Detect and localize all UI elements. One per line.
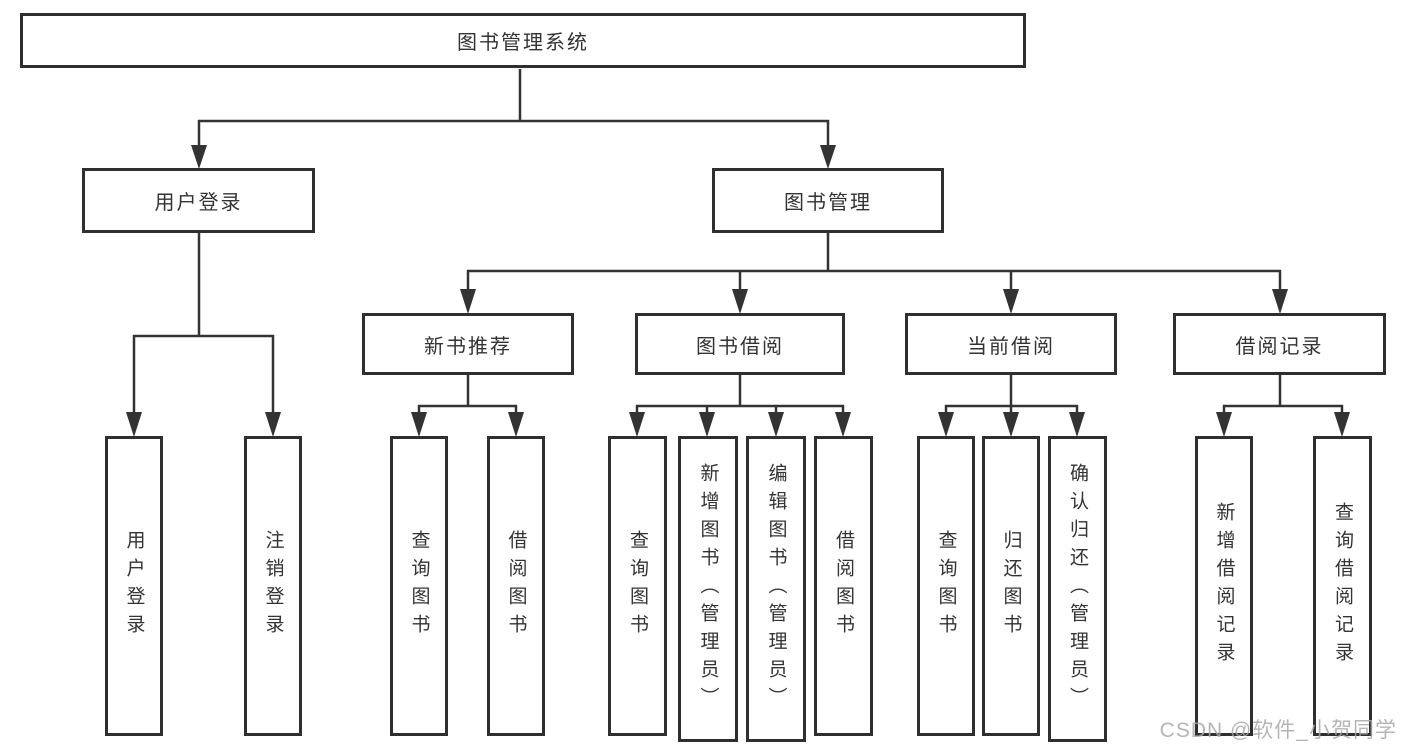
leaf-borrow-books-borrowing-label: 借阅图书: [833, 530, 854, 642]
node-book-borrowing-label: 图书借阅: [696, 335, 784, 358]
leaf-logout: 注销登录: [244, 436, 302, 736]
leaf-query-books-borrowing-label: 查询图书: [627, 530, 648, 642]
node-user-login-label: 用户登录: [154, 192, 243, 214]
leaf-add-borrow-record-label: 新增借阅记录: [1213, 502, 1235, 670]
leaf-query-borrow-record: 查询借阅记录: [1313, 436, 1372, 736]
leaf-return-books: 归还图书: [982, 436, 1040, 736]
node-borrowing-records: 借阅记录: [1173, 313, 1386, 375]
leaf-query-books-recommend-label: 查询图书: [408, 530, 430, 642]
node-current-borrowing-label: 当前借阅: [967, 335, 1055, 358]
node-new-book-recommendation-label: 新书推荐: [424, 335, 512, 358]
leaf-borrow-books-recommend: 借阅图书: [487, 436, 545, 736]
arrowheads: [126, 145, 1350, 437]
node-borrowing-records-label: 借阅记录: [1235, 335, 1324, 358]
node-book-borrowing: 图书借阅: [635, 313, 845, 375]
leaf-edit-books-admin: 编辑图书（管理员）: [746, 436, 806, 742]
leaf-query-borrow-record-label: 查询借阅记录: [1332, 502, 1353, 670]
leaf-return-books-label: 归还图书: [1000, 530, 1022, 642]
node-user-login: 用户登录: [82, 168, 315, 233]
leaf-add-borrow-record: 新增借阅记录: [1195, 436, 1253, 736]
node-book-management: 图书管理: [712, 168, 944, 233]
leaf-edit-books-admin-label: 编辑图书（管理员）: [765, 463, 787, 715]
node-root-label: 图书管理系统: [457, 32, 589, 54]
leaf-confirm-return-admin-label: 确认归还（管理员）: [1067, 463, 1088, 715]
leaf-query-books-current-label: 查询图书: [935, 530, 957, 642]
leaf-add-books-admin-label: 新增图书（管理员）: [697, 463, 719, 715]
node-root: 图书管理系统: [20, 13, 1026, 68]
leaf-user-login: 用户登录: [105, 436, 163, 736]
leaf-logout-label: 注销登录: [262, 530, 284, 642]
node-book-management-label: 图书管理: [784, 192, 872, 214]
leaf-borrow-books-recommend-label: 借阅图书: [505, 530, 527, 642]
leaf-query-books-current: 查询图书: [917, 436, 975, 736]
leaf-query-books-recommend: 查询图书: [390, 436, 448, 736]
leaf-query-books-borrowing: 查询图书: [608, 436, 667, 736]
watermark: CSDN @软件_小贺同学: [1159, 719, 1397, 742]
leaf-add-books-admin: 新增图书（管理员）: [678, 436, 738, 742]
leaf-borrow-books-borrowing: 借阅图书: [814, 436, 873, 736]
node-new-book-recommendation: 新书推荐: [362, 313, 574, 375]
leaf-user-login-label: 用户登录: [123, 530, 145, 642]
leaf-confirm-return-admin: 确认归还（管理员）: [1048, 436, 1107, 742]
node-current-borrowing: 当前借阅: [905, 313, 1117, 375]
